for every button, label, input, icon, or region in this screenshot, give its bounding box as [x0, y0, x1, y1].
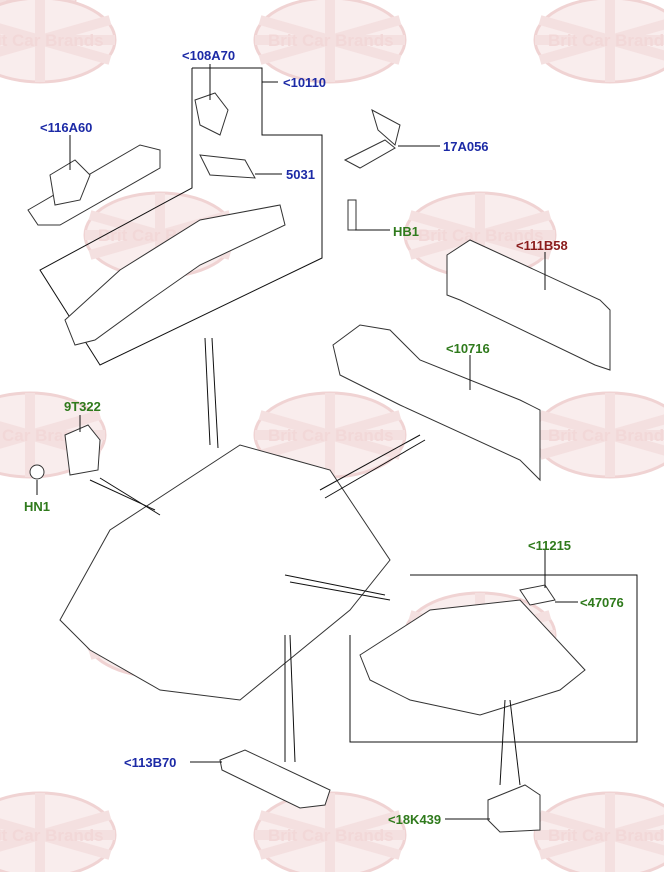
label-HB1[interactable]: HB1 [393, 224, 419, 239]
label-10716[interactable]: <10716 [446, 341, 490, 356]
label-9T322[interactable]: 9T322 [64, 399, 101, 414]
label-113B70[interactable]: <113B70 [124, 755, 176, 770]
label-18K439[interactable]: <18K439 [388, 812, 441, 827]
part-shapes [27, 92, 611, 833]
label-111B58[interactable]: <111B58 [516, 238, 568, 253]
label-HN1[interactable]: HN1 [24, 499, 50, 514]
part-labels: <108A70 <10110 <116A60 5031 17A056 HB1 <… [24, 48, 624, 827]
label-10110[interactable]: <10110 [283, 75, 326, 90]
leader-lines [36, 64, 578, 820]
group-box-front-rail [39, 67, 323, 366]
label-108A70[interactable]: <108A70 [182, 48, 235, 63]
label-116A60[interactable]: <116A60 [40, 120, 92, 135]
group-box-rear-floor [349, 574, 638, 743]
label-47076[interactable]: <47076 [580, 595, 624, 610]
label-11215[interactable]: <11215 [528, 538, 571, 553]
label-5031[interactable]: 5031 [286, 167, 315, 182]
label-17A056[interactable]: 17A056 [443, 139, 489, 154]
